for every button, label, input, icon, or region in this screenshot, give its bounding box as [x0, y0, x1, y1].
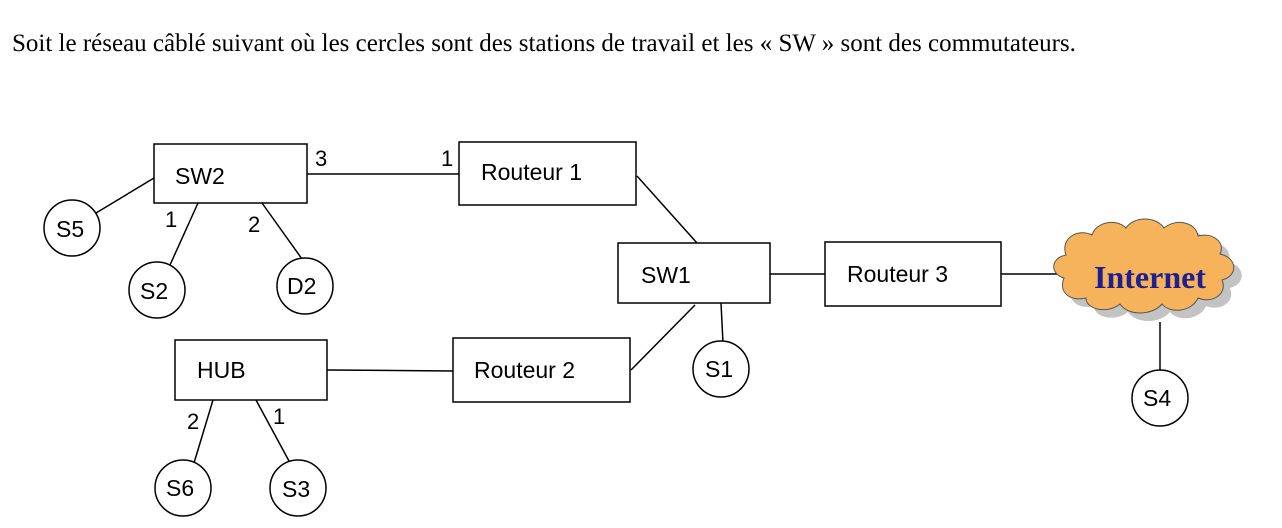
station-s1: S1: [692, 340, 750, 398]
routeur3-node: Routeur 3: [824, 241, 1002, 307]
sw1-node: SW1: [617, 242, 771, 304]
station-s5: S5: [43, 199, 101, 257]
port-routeur1-sw2: 1: [441, 146, 453, 171]
cloud-shape: [1053, 218, 1235, 314]
sw2-node: SW2: [153, 143, 308, 204]
intro-text: Soit le réseau câblé suivant où les cerc…: [12, 30, 1076, 57]
internet-label: Internet: [1094, 259, 1206, 295]
station-s6-label: S6: [166, 475, 194, 501]
link-sw2-s5: [95, 177, 155, 214]
routeur2-label: Routeur 2: [474, 357, 575, 383]
station-s2-label: S2: [140, 278, 168, 304]
link-sw2-s2: [169, 202, 199, 266]
hub-label: HUB: [197, 357, 246, 383]
routeur1-label: Routeur 1: [481, 159, 582, 185]
port-sw2-s2: 1: [165, 207, 177, 232]
routeur3-label: Routeur 3: [847, 261, 948, 287]
link-sw1-s1: [720, 302, 724, 344]
station-s4: S4: [1131, 369, 1189, 427]
port-sw2-routeur1: 3: [315, 146, 327, 171]
link-hub-s6: [193, 399, 214, 464]
hub-node: HUB: [174, 339, 328, 401]
link-hub-s3: [255, 399, 290, 462]
sw2-label: SW2: [175, 163, 225, 189]
station-s5-label: S5: [56, 216, 84, 242]
station-s4-label: S4: [1143, 385, 1171, 411]
station-d2-label: D2: [287, 273, 316, 299]
link-hub-routeur2: [326, 369, 454, 372]
link-sw1-routeur2: [630, 304, 696, 371]
station-s6: S6: [154, 459, 212, 517]
station-s3: S3: [269, 459, 327, 517]
port-hub-s3: 1: [273, 404, 285, 429]
link-routeur1-sw1: [636, 175, 698, 244]
routeur2-node: Routeur 2: [452, 337, 631, 403]
station-s1-label: S1: [705, 356, 733, 382]
port-hub-s6: 2: [187, 409, 199, 434]
sw1-label: SW1: [641, 262, 691, 288]
port-sw2-d2: 2: [248, 212, 260, 237]
station-s3-label: S3: [282, 476, 310, 502]
routeur1-node: Routeur 1: [458, 141, 637, 206]
station-s2: S2: [128, 261, 186, 319]
station-d2: D2: [276, 257, 334, 315]
link-sw2-d2: [261, 202, 303, 260]
internet-cloud: Internet: [1053, 218, 1242, 321]
